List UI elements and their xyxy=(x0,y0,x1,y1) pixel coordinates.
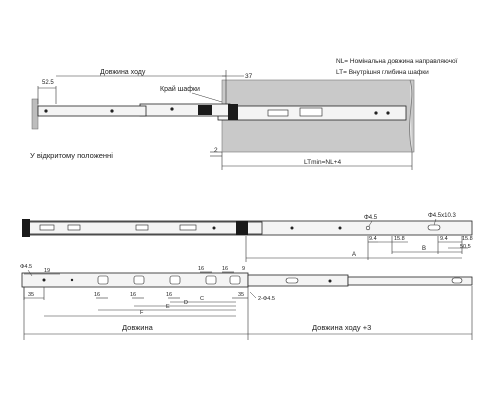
closed-hole xyxy=(365,225,371,231)
letter-b: B xyxy=(422,246,426,252)
lt-formula: LTmin=NL+4 xyxy=(304,159,341,166)
dim-16-top-a: 16 xyxy=(198,266,204,272)
dim-16-a: 16 xyxy=(94,292,100,298)
closed-end-block xyxy=(236,221,248,235)
closed-slide-view: Φ4.5 Φ4.5x10.3 9.4 15.8 9.4 15.8 50.5 B … xyxy=(22,213,473,262)
cabinet-wavy-edge xyxy=(409,79,413,153)
dim-9-4-right: 9.4 xyxy=(440,236,448,242)
dim-52-5: 52.5 xyxy=(42,80,54,86)
slot-4-5x10-3: Φ4.5x10.3 xyxy=(428,213,456,219)
dim-35-right: 35 xyxy=(238,292,244,298)
dim-16-top-b: 16 xyxy=(222,266,228,272)
detail-slot xyxy=(97,275,109,285)
detail-slot xyxy=(169,275,181,285)
closed-slot xyxy=(135,224,149,231)
travel-plus-3-label: Довжина ходу +3 xyxy=(312,323,371,332)
detail-extension xyxy=(347,276,473,286)
letter-f: F xyxy=(140,310,144,316)
dim-9-4-left: 9.4 xyxy=(369,236,377,242)
detail-slot xyxy=(133,275,145,285)
slider-block xyxy=(267,109,289,117)
mount-hole xyxy=(386,111,390,115)
length-label: Довжина xyxy=(122,323,154,332)
legend-lt: LT= Внутрішня глибина шафки xyxy=(336,68,429,76)
dim-19: 19 xyxy=(44,268,50,274)
closed-end-block-left xyxy=(22,219,30,237)
closed-hole xyxy=(338,226,342,230)
dim-9: 9 xyxy=(242,266,245,272)
closed-hole xyxy=(212,226,216,230)
detail-hole xyxy=(328,279,332,283)
dim-50-5: 50.5 xyxy=(460,244,471,250)
dim-37: 37 xyxy=(245,73,253,80)
mount-hole xyxy=(44,109,48,113)
legend-nl: NL= Номінальна довжина направляючої xyxy=(336,57,458,65)
inner-rail-detail-view: Φ4.5 19 35 16 16 16 16 16 9 35 2-Φ4.5 C … xyxy=(20,264,473,340)
stroke-length-label: Довжина ходу xyxy=(100,69,146,76)
detail-slot xyxy=(205,275,217,285)
mount-hole xyxy=(110,109,114,113)
closed-slot-right xyxy=(427,224,441,231)
closed-hole xyxy=(290,226,294,230)
closed-slot xyxy=(179,224,197,231)
dim-15-8-left: 15.8 xyxy=(394,236,405,242)
letter-e: E xyxy=(166,304,170,310)
ball-cage xyxy=(299,107,323,117)
mount-hole xyxy=(170,107,174,111)
dim-16-b: 16 xyxy=(130,292,136,298)
dim-16-c: 16 xyxy=(166,292,172,298)
cabinet-front-panel xyxy=(31,98,39,130)
mount-hole xyxy=(374,111,378,115)
detail-slot-oval xyxy=(285,277,299,284)
open-position-caption: У відкритому положенні xyxy=(30,151,113,160)
dia-4-5-top: Φ4.5 xyxy=(364,215,378,221)
inner-rail xyxy=(37,105,147,117)
dim-2: 2 xyxy=(214,147,218,154)
dim-35-left: 35 xyxy=(28,292,34,298)
letter-d: D xyxy=(184,300,188,306)
rail-joint xyxy=(228,104,238,120)
cabinet-edge-label: Край шафки xyxy=(160,85,200,93)
open-position-view: 52.5 Довжина ходу 37 Край шафки NL= Номі… xyxy=(30,57,458,170)
middle-rail xyxy=(139,103,231,117)
letter-a: A xyxy=(352,252,356,258)
letter-c: C xyxy=(200,296,204,302)
dim-15-8-right: 15.8 xyxy=(462,236,473,242)
rail-lock xyxy=(198,105,212,115)
two-holes-4-5: 2-Φ4.5 xyxy=(258,296,275,302)
detail-slot xyxy=(229,275,241,285)
detail-hole xyxy=(70,278,74,282)
closed-slot xyxy=(67,224,81,231)
detail-hole xyxy=(42,278,46,282)
closed-slot xyxy=(39,224,55,231)
dia-4-5-bottom: Φ4.5 xyxy=(20,264,32,270)
detail-slot-right xyxy=(451,277,463,284)
